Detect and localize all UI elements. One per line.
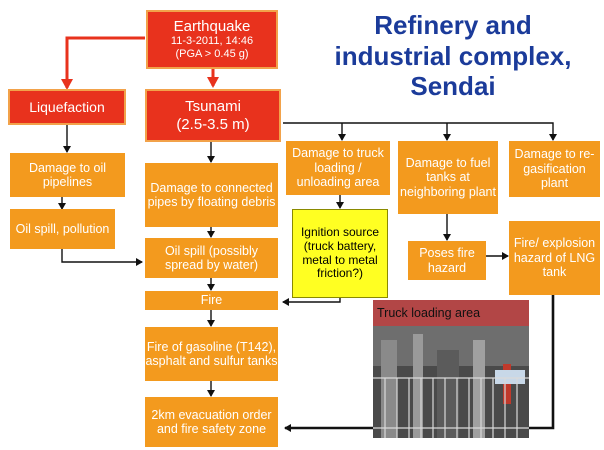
tsunami-height: (2.5-3.5 m): [176, 115, 250, 133]
earthquake-box: Earthquake 11-3-2011, 14:46 (PGA > 0.45 …: [146, 10, 278, 69]
damage-fuel-tanks-label: Damage to fuel tanks at neighboring plan…: [400, 155, 496, 199]
oil-spill-pollution-box: Oil spill, pollution: [10, 209, 115, 249]
damage-oil-pipelines-label: Damage to oil pipelines: [28, 160, 107, 189]
damage-oil-pipelines-box: Damage to oil pipelines: [10, 153, 125, 197]
black-arrows: [58, 122, 557, 397]
earthquake-label: Earthquake: [173, 18, 251, 36]
damage-regas-box: Damage to re-gasification plant: [509, 141, 600, 197]
damage-fuel-tanks-box: Damage to fuel tanks at neighboring plan…: [398, 141, 498, 214]
poses-fire-hazard-box: Poses fire hazard: [408, 241, 486, 280]
evacuation-label: 2km evacuation order and fire safety zon…: [151, 407, 272, 436]
poses-fire-hazard-label: Poses fire hazard: [419, 246, 475, 275]
oil-spill-spread-box: Oil spill (possibly spread by water): [145, 238, 278, 278]
liquefaction-label: Liquefaction: [29, 98, 105, 115]
earthquake-date: 11-3-2011, 14:46: [170, 35, 254, 48]
fire-explosion-lng-label: Fire/ explosion hazard of LNG tank: [513, 236, 596, 280]
liquefaction-box: Liquefaction: [8, 89, 126, 125]
oil-spill-spread-label: Oil spill (possibly spread by water): [164, 243, 259, 272]
damage-regas-label: Damage to re-gasification plant: [514, 147, 595, 191]
damage-connected-pipes-label: Damage to connected pipes by floating de…: [147, 180, 276, 209]
ignition-source-label: Ignition source (truck battery, metal to…: [300, 224, 380, 281]
truck-loading-photo: Truck loading area: [373, 300, 529, 438]
damage-truck-area-label: Damage to truck loading / unloading area: [292, 146, 384, 190]
fire-explosion-lng-box: Fire/ explosion hazard of LNG tank: [509, 221, 600, 295]
fire-tanks-label: Fire of gasoline (T142), asphalt and sul…: [145, 339, 278, 368]
ignition-source-box: Ignition source (truck battery, metal to…: [292, 209, 388, 298]
photo-label: Truck loading area: [373, 300, 529, 326]
damage-connected-pipes-box: Damage to connected pipes by floating de…: [145, 163, 278, 227]
fire-label: Fire: [200, 293, 223, 308]
diagram-title: Refinery and industrial complex, Sendai: [334, 10, 572, 102]
oil-spill-pollution-label: Oil spill, pollution: [15, 221, 110, 236]
evacuation-box: 2km evacuation order and fire safety zon…: [145, 397, 278, 447]
damage-truck-area-box: Damage to truck loading / unloading area: [286, 141, 390, 195]
earthquake-pga: (PGA > 0.45 g): [175, 48, 249, 61]
fire-box: Fire: [145, 291, 278, 310]
tsunami-label: Tsunami: [185, 98, 241, 116]
tsunami-box: Tsunami (2.5-3.5 m): [145, 89, 281, 142]
fire-tanks-box: Fire of gasoline (T142), asphalt and sul…: [145, 327, 278, 381]
